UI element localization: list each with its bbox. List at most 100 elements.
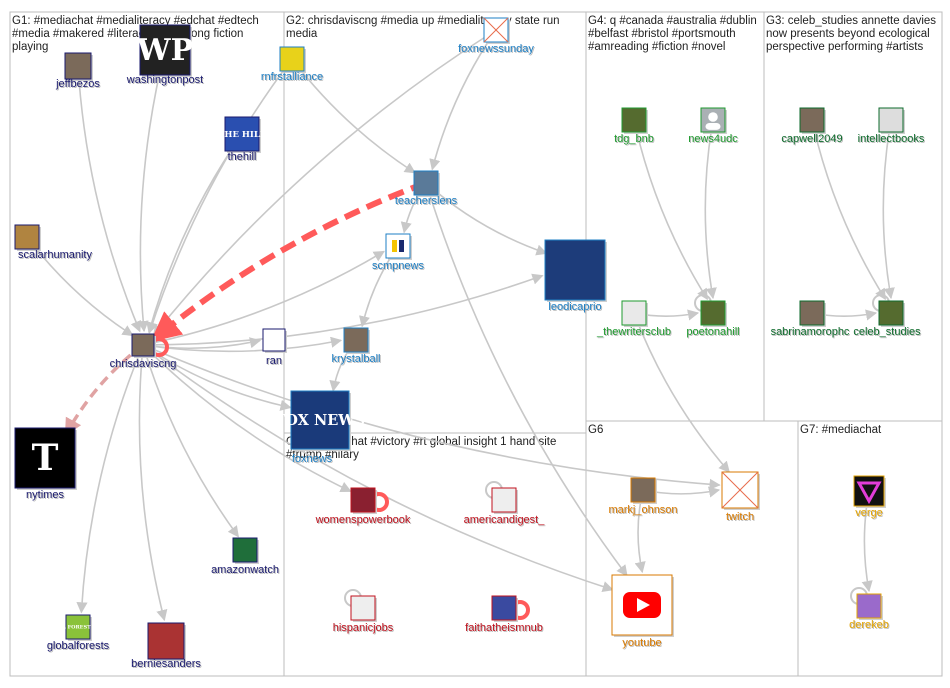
node-globalforests[interactable]: GLOBAL FOREST WATCHglobalforestsglobalfo… xyxy=(42,614,114,653)
landscape-icon xyxy=(700,300,726,326)
missing-image-icon xyxy=(483,17,509,43)
node-label-shadow: foxnews xyxy=(293,454,334,466)
node-label-shadow: hispanicjobs xyxy=(334,623,395,635)
node-label: capwell2049 xyxy=(781,133,842,145)
group-box-g3 xyxy=(763,11,943,422)
pixel-avatar-icon xyxy=(856,593,882,619)
group-label-g3: perspective performing #artists xyxy=(766,41,923,53)
scmp-logo-icon xyxy=(385,233,411,259)
node-label: berniesanders xyxy=(131,658,201,670)
node-label: americandigest_ xyxy=(464,514,546,526)
edge-chrisdaviscng-to-krystalball xyxy=(142,336,343,353)
edge-washingtonpost-to-chrisdaviscng xyxy=(137,49,166,333)
node-label: youtube xyxy=(622,637,661,649)
writers-logo-icon xyxy=(621,300,647,326)
group-label-g4: #amreading #fiction #novel xyxy=(588,41,725,53)
node-label: foxnewssunday xyxy=(458,43,534,55)
edge-chrisdaviscng-to-womenspowerbook xyxy=(142,344,352,493)
node-label-shadow: washingtonpost xyxy=(127,75,204,87)
node-label-shadow: rnfrstalliance xyxy=(262,72,324,84)
node-label-shadow: krystalball xyxy=(333,354,382,366)
stage-portrait-icon xyxy=(544,239,606,301)
frog-logo-icon xyxy=(279,46,305,72)
group-box-g4 xyxy=(585,11,765,422)
portrait-icon xyxy=(799,107,825,133)
node-label-shadow: youtube xyxy=(623,638,662,650)
group-label-g4: #belfast #bristol #portsmouth xyxy=(588,28,736,40)
edge-foxnewssunday-to-chrisdaviscng xyxy=(152,29,497,337)
node-label-shadow: faithatheismnub xyxy=(466,623,544,635)
forest-logo-icon: GLOBAL FOREST WATCH xyxy=(42,614,114,640)
edge-chrisdaviscng-to-twitch xyxy=(142,344,721,490)
node-label: news4udc xyxy=(688,133,738,145)
book-cover-icon xyxy=(350,487,376,513)
fox-news-logo-icon: FOX NEWS xyxy=(275,390,365,450)
svg-text:THE HILL: THE HILL xyxy=(218,130,266,140)
group-label-g1: G1: #mediachat #medialiteracy #edchat #e… xyxy=(12,15,259,27)
edge-chrisdaviscng-to-globalforests xyxy=(76,344,144,614)
artwork-icon xyxy=(14,224,40,250)
wp-logo-icon: WP xyxy=(136,24,193,76)
node-americandigest_[interactable]: americandigest_americandigest_ xyxy=(464,487,547,527)
node-label: verge xyxy=(855,507,883,519)
svg-text:FOX NEWS: FOX NEWS xyxy=(275,412,365,429)
group-label-g2: media xyxy=(286,28,318,40)
node-label-shadow: chrisdaviscng xyxy=(111,359,178,371)
node-label: foxnews xyxy=(292,453,333,465)
node-label-shadow: jeffbezos xyxy=(56,79,101,91)
node-label-shadow: twitch xyxy=(727,512,755,524)
node-label-shadow: verge xyxy=(856,508,884,520)
animal-logo-icon xyxy=(262,328,286,352)
group-label-g2: G2: chrisdaviscng #media up #medialitera… xyxy=(286,15,560,27)
node-label-shadow: celeb_studies xyxy=(854,327,922,339)
group-label-g3: G3: celeb_studies annette davies xyxy=(766,15,936,27)
edge-chrisdaviscng-to-nytimes xyxy=(64,343,145,437)
node-_thewritersclub[interactable]: _thewritersclub_thewritersclub xyxy=(596,300,672,339)
edge-foxnewssunday-to-teacherslens xyxy=(429,29,497,171)
portrait-icon xyxy=(64,52,92,80)
node-label: poetonahill xyxy=(686,326,739,338)
svg-text:WP: WP xyxy=(136,33,193,68)
svg-text:T: T xyxy=(32,437,59,479)
node-label-shadow: ran xyxy=(267,356,283,368)
missing-image-icon xyxy=(721,471,759,509)
verge-logo-icon xyxy=(853,475,885,507)
node-label: hispanicjobs xyxy=(333,622,394,634)
node-label: washingtonpost xyxy=(126,74,203,86)
node-label-shadow: amazonwatch xyxy=(212,565,280,577)
group-box-g6 xyxy=(585,420,799,677)
edge-teacherslens-to-chrisdaviscng xyxy=(150,180,428,342)
node-label-shadow: berniesanders xyxy=(132,659,202,671)
